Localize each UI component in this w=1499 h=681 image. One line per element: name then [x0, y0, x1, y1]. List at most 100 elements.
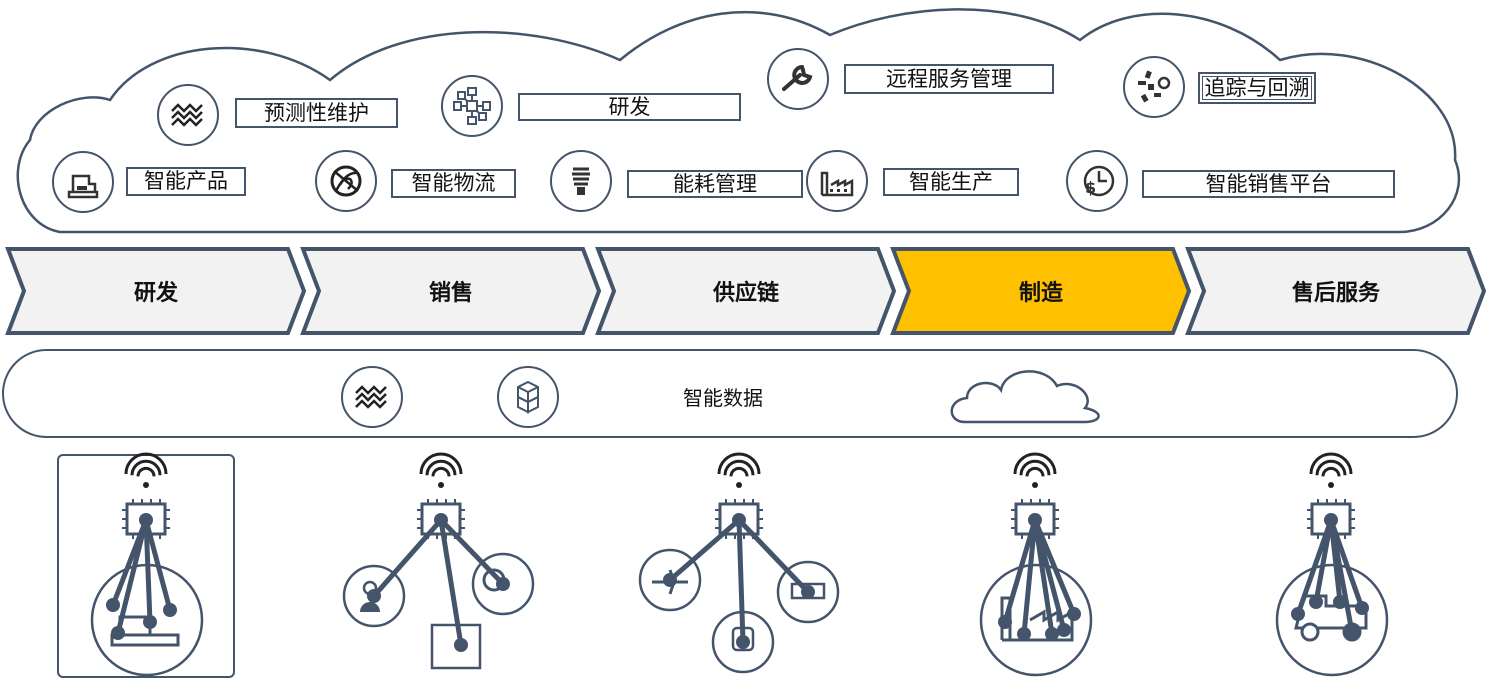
network-icon [441, 75, 503, 137]
device-rnd-wifi-dot [143, 482, 149, 488]
chevron-label-4: 售后服务 [1291, 281, 1380, 306]
device-sales-node [496, 577, 510, 591]
service-label-predictive-maintenance: 预测性维护 [235, 98, 398, 128]
device-supply-link [667, 517, 742, 583]
device-service-hub [1324, 513, 1338, 527]
chevron-4 [1185, 247, 1487, 335]
globe-icon [315, 150, 377, 212]
device-mfg-link [1021, 517, 1038, 637]
device-mfg-hub [1028, 513, 1042, 527]
factory-icon [806, 150, 868, 212]
service-label-remote-service: 远程服务管理 [844, 64, 1054, 94]
device-service-wifi-arc [1315, 459, 1347, 476]
service-label-smart-production: 智能生产 [883, 168, 1019, 196]
device-mfg-link [1002, 517, 1038, 625]
device-mfg-wifi-arc [1025, 466, 1045, 477]
service-label-rnd: 研发 [518, 93, 741, 121]
value-chain-chevrons [5, 247, 1487, 335]
device-mfg-node [1017, 627, 1031, 641]
device-rnd-wifi-arc [124, 452, 168, 475]
device-sales-node [454, 638, 468, 652]
cubes-icon [497, 366, 559, 428]
cloud-outline [16, 8, 1461, 234]
device-mfg-wifi-arc [1019, 459, 1051, 476]
device-mfg-node [998, 615, 1012, 629]
device-service-link [1313, 517, 1334, 605]
service-label-smart-logistics: 智能物流 [391, 169, 516, 198]
device-supply-node [736, 635, 750, 649]
device-service-link [1295, 517, 1334, 617]
chevron-2 [595, 247, 897, 335]
smart-data-band [2, 349, 1458, 438]
device-supply-wifi-arc [717, 452, 761, 475]
wave-icon [341, 366, 403, 428]
device-supply-node [663, 573, 677, 587]
chevron-label-1: 销售 [428, 281, 473, 306]
device-service-node [1345, 625, 1359, 639]
machine-icon [52, 151, 114, 213]
wrench-icon [767, 48, 829, 110]
device-supply-wifi-arc [723, 459, 755, 476]
device-rnd-link [143, 517, 153, 625]
svg-text:$: $ [1085, 178, 1096, 197]
chevron-3 [890, 247, 1192, 335]
service-label-smart-product: 智能产品 [126, 167, 246, 196]
smart-data-title: 智能数据 [683, 386, 763, 410]
device-service-node [1355, 601, 1369, 615]
dollar-clock-icon: $ [1066, 150, 1128, 212]
device-mfg-wifi-arc [1013, 452, 1057, 475]
device-rnd-hub [139, 513, 153, 527]
device-service-node [1291, 607, 1305, 621]
wave-icon [157, 84, 219, 146]
device-service-wifi-dot [1328, 482, 1334, 488]
cloud-icon [950, 370, 1100, 424]
device-rnd-node [143, 615, 157, 629]
device-sales-hub [434, 513, 448, 527]
device-rnd-node [106, 598, 120, 612]
device-service-wheel [1300, 622, 1320, 642]
device-supply-link [736, 517, 811, 595]
service-label-smart-sales: 智能销售平台 [1142, 170, 1395, 198]
device-sales-link [371, 517, 444, 599]
device-mfg-link [1032, 517, 1077, 617]
chevron-0 [5, 247, 307, 335]
device-rnd-link [115, 517, 149, 636]
device-service-node [1309, 595, 1323, 609]
device-service-wifi-arc [1321, 466, 1341, 477]
device-sales-wifi-arc [419, 452, 463, 475]
device-sales-link [438, 517, 506, 587]
device-mfg-wifi-dot [1032, 482, 1038, 488]
device-service-link [1328, 517, 1355, 635]
device-mfg-link [1032, 517, 1067, 633]
device-supply-node [801, 585, 815, 599]
chevron-label-0: 研发 [133, 281, 178, 306]
device-mfg-node [1045, 627, 1059, 641]
chevron-label-3: 制造 [1018, 281, 1063, 306]
device-rnd-node [163, 603, 177, 617]
device-service-truck-circle [1275, 563, 1389, 677]
trace-icon [1123, 56, 1185, 118]
device-service-wifi-arc [1309, 452, 1353, 475]
device-rnd-link [143, 517, 173, 613]
device-rnd-wifi-arc [130, 459, 162, 476]
device-supply-wifi-dot [736, 482, 742, 488]
device-rnd-wifi-arc [136, 466, 156, 477]
chevron-label-2: 供应链 [712, 281, 779, 306]
device-sales-wifi-dot [438, 482, 444, 488]
device-supply-link [736, 517, 746, 645]
chevron-1 [300, 247, 602, 335]
device-sales-node [367, 589, 381, 603]
device-sales-customer-icon [360, 602, 380, 612]
device-sales-wifi-arc [431, 466, 451, 477]
service-label-energy: 能耗管理 [627, 170, 803, 198]
service-label-trace: 追踪与回溯 [1198, 72, 1316, 104]
device-mfg-node [1067, 607, 1081, 621]
device-supply-hub [732, 513, 746, 527]
device-supply-wifi-arc [729, 466, 749, 477]
device-mfg-node [1057, 623, 1071, 637]
bulb-icon [550, 150, 612, 212]
device-sales-link [438, 517, 464, 648]
